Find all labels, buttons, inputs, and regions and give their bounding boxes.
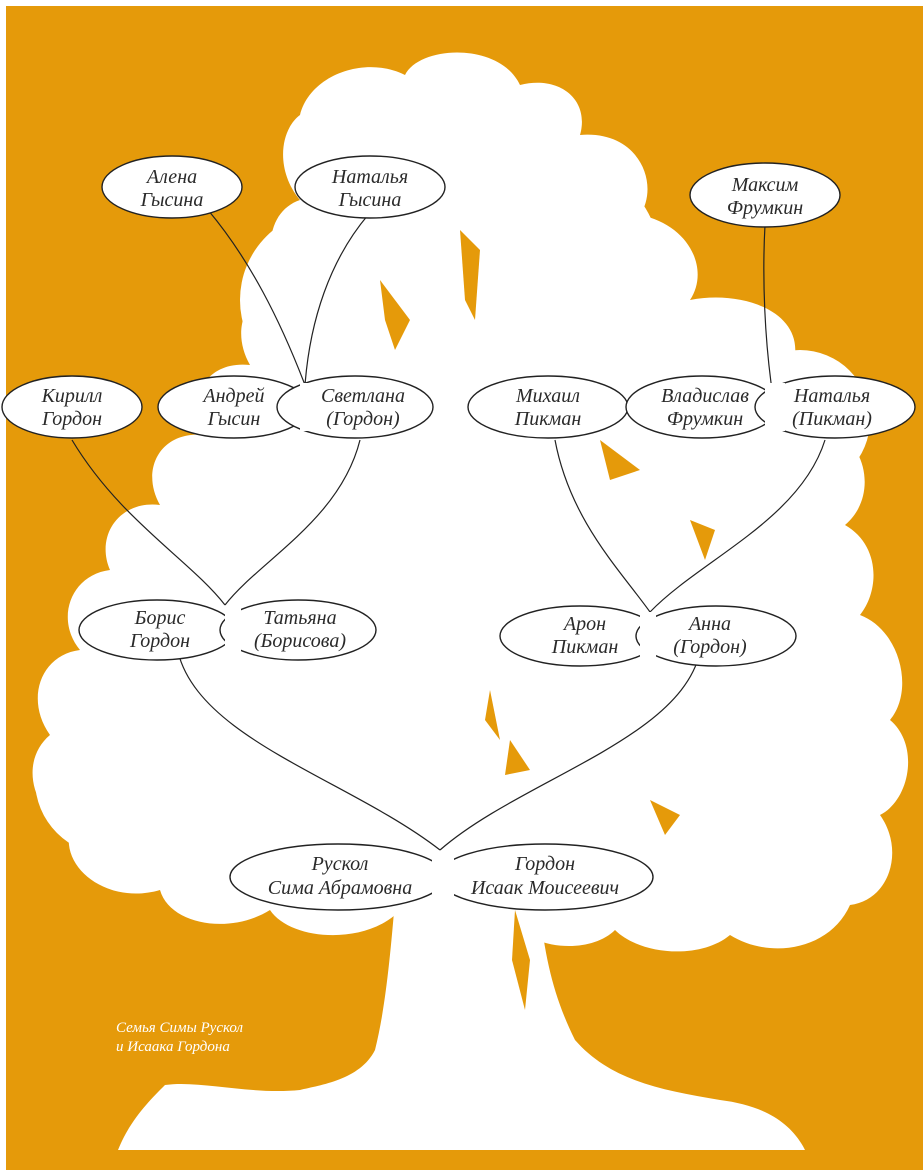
link-natalya-pikman-to-couple bbox=[649, 439, 826, 613]
link-anna-to-founders bbox=[439, 651, 701, 851]
aron-line-1: Арон bbox=[562, 613, 606, 635]
link-mikhail-to-couple bbox=[554, 439, 651, 613]
svetlana-line-1: Светлана bbox=[321, 385, 405, 407]
svetlana-line-2: (Гордон) bbox=[326, 408, 400, 430]
gordon-line-2: Исаак Моисеевич bbox=[470, 877, 619, 899]
label-line-1: Алена bbox=[145, 166, 197, 188]
tree-connections bbox=[71, 209, 826, 851]
node-couple-vladislav-natalya: Владислав Фрумкин Наталья (Пикман) bbox=[625, 375, 916, 439]
label-line-2: Фрумкин bbox=[727, 197, 803, 219]
aron-line-2: Пикман bbox=[551, 636, 619, 658]
node-alena-gysina: Алена Гысина bbox=[101, 155, 243, 219]
label-line-2: Пикман bbox=[514, 408, 582, 430]
caption-line-2: и Исаака Гордона bbox=[116, 1039, 230, 1055]
andrey-line-2: Гысин bbox=[207, 408, 261, 430]
node-couple-aron-anna: Арон Пикман Анна (Гордон) bbox=[499, 605, 797, 667]
natalya-pikman-line-2: (Пикман) bbox=[792, 408, 872, 430]
natalya-pikman-line-1: Наталья bbox=[793, 385, 870, 407]
anna-line-2: (Гордон) bbox=[673, 636, 747, 658]
link-alena-to-couple bbox=[207, 209, 306, 386]
caption: Семья Симы Рускол и Исаака Гордона bbox=[116, 1020, 244, 1055]
link-svetlana-to-couple bbox=[224, 439, 361, 606]
label-line-2: Гысина bbox=[140, 189, 204, 211]
boris-line-2: Гордон bbox=[129, 630, 190, 652]
node-mikhail-pikman: Михаил Пикман bbox=[467, 375, 629, 439]
node-kirill-gordon: Кирилл Гордон bbox=[1, 375, 143, 439]
anna-line-1: Анна bbox=[687, 613, 731, 635]
label-line-1: Михаил bbox=[515, 385, 580, 407]
node-natalya-gysina: Наталья Гысина bbox=[294, 155, 446, 219]
caption-line-1: Семья Симы Рускол bbox=[116, 1020, 244, 1036]
vladislav-line-1: Владислав bbox=[661, 385, 749, 407]
link-boris-to-founders bbox=[177, 651, 441, 851]
andrey-line-1: Андрей bbox=[201, 385, 264, 407]
node-maksim-frumkin: Максим Фрумкин bbox=[689, 162, 841, 228]
tatyana-line-2: (Борисова) bbox=[254, 630, 346, 652]
link-maksim-to-couple bbox=[763, 224, 773, 391]
label-line-1: Кирилл bbox=[41, 385, 103, 407]
node-couple-founders: Рускол Сима Абрамовна Гордон Исаак Моисе… bbox=[229, 843, 654, 911]
label-line-2: Гордон bbox=[41, 408, 102, 430]
node-couple-boris-tatyana: Борис Гордон Татьяна (Борисова) bbox=[78, 599, 377, 661]
node-couple-andrey-svetlana: Андрей Гысин Светлана (Гордон) bbox=[157, 375, 434, 439]
vladislav-line-2: Фрумкин bbox=[667, 408, 743, 430]
link-natalya-to-couple bbox=[304, 214, 369, 386]
label-line-1: Наталья bbox=[331, 166, 408, 188]
ruskol-line-2: Сима Абрамовна bbox=[268, 877, 412, 899]
ruskol-line-1: Рускол bbox=[311, 853, 369, 875]
label-line-1: Максим bbox=[731, 174, 799, 196]
link-kirill-to-couple bbox=[71, 439, 226, 606]
gordon-line-1: Гордон bbox=[514, 853, 575, 875]
tatyana-line-1: Татьяна bbox=[263, 607, 336, 629]
boris-line-1: Борис bbox=[134, 607, 186, 629]
label-line-2: Гысина bbox=[338, 189, 402, 211]
